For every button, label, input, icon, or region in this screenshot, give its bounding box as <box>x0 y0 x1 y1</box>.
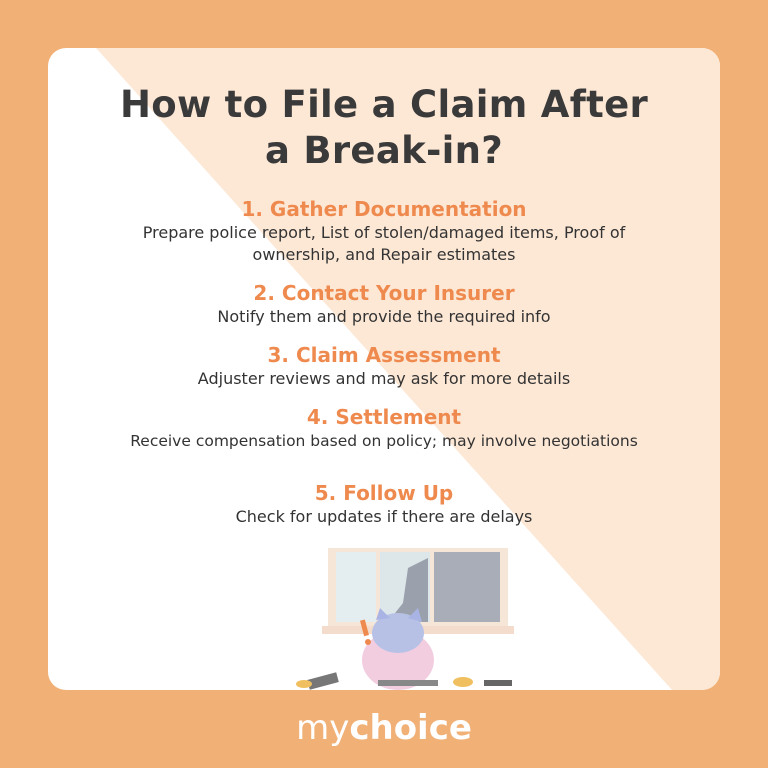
break-in-illustration <box>296 548 514 690</box>
mychoice-logo: mychoice <box>0 708 768 748</box>
step-3: 3. Claim Assessment Adjuster reviews and… <box>48 342 720 390</box>
step-text: Prepare police report, List of stolen/da… <box>142 223 626 264</box>
step-5: 5. Follow Up Check for updates if there … <box>48 480 720 528</box>
step-text: Notify them and provide the required inf… <box>217 307 551 326</box>
logo-choice: choice <box>349 708 472 748</box>
step-heading: 1. Gather Documentation <box>241 197 527 221</box>
step-heading: 4. Settlement <box>306 405 462 429</box>
diagonal-background <box>96 48 720 690</box>
step-4: 4. Settlement Receive compensation based… <box>48 404 720 452</box>
step-heading: 2. Contact Your Insurer <box>253 281 515 305</box>
step-heading: 5. Follow Up <box>314 481 454 505</box>
step-text: Check for updates if there are delays <box>235 507 533 526</box>
step-heading: 3. Claim Assessment <box>267 343 501 367</box>
step-1: 1. Gather Documentation Prepare police r… <box>48 196 720 266</box>
step-text: Adjuster reviews and may ask for more de… <box>197 369 571 388</box>
step-text: Receive compensation based on policy; ma… <box>130 432 638 450</box>
infographic-card: How to File a Claim After a Break-in? 1.… <box>48 48 720 690</box>
step-2: 2. Contact Your Insurer Notify them and … <box>48 280 720 328</box>
page-title: How to File a Claim After a Break-in? <box>119 83 649 172</box>
logo-my: my <box>296 708 350 748</box>
